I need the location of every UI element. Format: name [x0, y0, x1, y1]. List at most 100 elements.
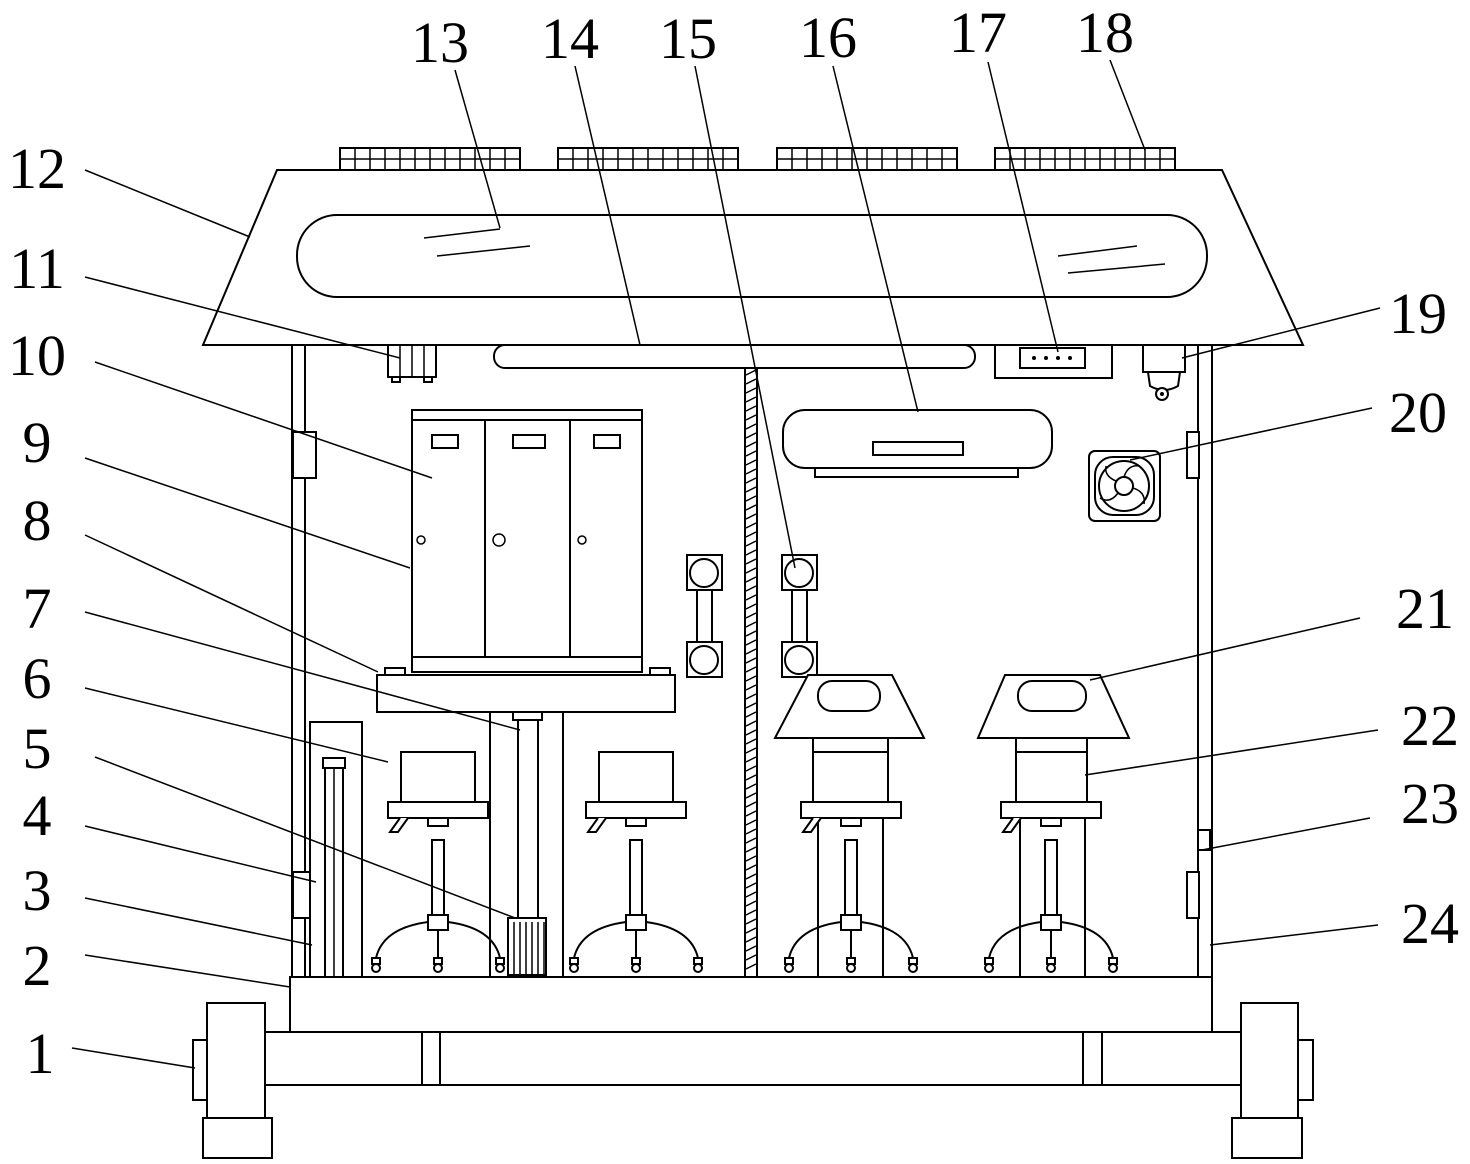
chair-stem — [1045, 840, 1057, 915]
shelf — [377, 668, 675, 712]
label-14: 14 — [541, 6, 599, 71]
chair-leg — [1061, 922, 1113, 958]
leader-12 — [85, 170, 250, 237]
label-22: 22 — [1401, 693, 1459, 758]
leader-24 — [1210, 925, 1378, 945]
leader-18 — [1110, 60, 1145, 150]
leader-10 — [95, 362, 432, 478]
label-8: 8 — [23, 488, 52, 553]
chair-leg — [574, 922, 626, 958]
chair-stem — [630, 840, 642, 915]
chair-hub — [428, 915, 448, 930]
label-7: 7 — [23, 576, 52, 641]
chair-stem — [432, 840, 444, 915]
leader-9 — [85, 458, 410, 568]
chair-4 — [985, 802, 1117, 972]
chair-lever — [1003, 818, 1021, 832]
label-2: 2 — [23, 933, 52, 998]
chair-lever — [588, 818, 606, 832]
label-5: 5 — [23, 716, 52, 781]
chair-wheel — [1047, 958, 1055, 972]
chair-stem — [845, 840, 857, 915]
label-20: 20 — [1389, 380, 1447, 445]
center-divider — [745, 345, 757, 977]
chair-wheel — [847, 958, 855, 972]
right-camera — [1143, 345, 1185, 400]
label-21: 21 — [1396, 576, 1454, 641]
label-6: 6 — [23, 646, 52, 711]
chair-leg — [448, 922, 500, 958]
chair-wheel — [496, 958, 504, 972]
chair-seat — [388, 802, 488, 818]
chair-wheel — [985, 958, 993, 972]
solar-panel-1 — [340, 148, 520, 170]
chair-backrest — [401, 752, 475, 802]
floor-base — [290, 977, 1212, 1032]
chair-wheel — [909, 958, 917, 972]
roof — [203, 170, 1303, 345]
chair-seat — [801, 802, 901, 818]
chair-1 — [372, 752, 504, 972]
chair-wheel — [434, 958, 442, 972]
solar-panels — [340, 148, 1175, 170]
chair-leg — [376, 922, 428, 958]
chair-wheel — [632, 958, 640, 972]
left-wheel-assembly — [193, 1003, 272, 1158]
solar-panel-2 — [558, 148, 738, 170]
label-23: 23 — [1401, 771, 1459, 836]
leader-4 — [85, 826, 316, 882]
label-1: 1 — [26, 1021, 55, 1086]
chair-leg — [989, 922, 1041, 958]
chair-wheel — [372, 958, 380, 972]
label-15: 15 — [659, 6, 717, 71]
chair-hub — [1041, 915, 1061, 930]
label-18: 18 — [1076, 0, 1134, 65]
chair-2 — [570, 752, 702, 972]
solar-panel-3 — [777, 148, 957, 170]
chair-wheel — [785, 958, 793, 972]
label-10: 10 — [8, 323, 66, 388]
leader-2 — [85, 955, 290, 987]
control-box — [995, 345, 1112, 378]
chair-lever — [390, 818, 408, 832]
chair-leg — [789, 922, 841, 958]
chair-leg — [861, 922, 913, 958]
chair-3 — [785, 802, 917, 972]
chair-backrest — [599, 752, 673, 802]
air-conditioner — [783, 410, 1052, 477]
exhaust-fan — [1089, 451, 1160, 521]
leader-1 — [72, 1048, 195, 1068]
chair-seat — [586, 802, 686, 818]
chair-wheel — [570, 958, 578, 972]
label-16: 16 — [799, 5, 857, 70]
label-12: 12 — [8, 136, 66, 201]
locker — [412, 410, 642, 672]
chair-wheel — [694, 958, 702, 972]
chair-wheel — [1109, 958, 1117, 972]
chair-hub — [626, 915, 646, 930]
bottom-frame — [262, 1032, 1243, 1085]
chair-seat — [1001, 802, 1101, 818]
label-3: 3 — [23, 858, 52, 923]
right-wheel-assembly — [1232, 1003, 1313, 1158]
label-19: 19 — [1389, 281, 1447, 346]
left-grab-handle — [687, 555, 722, 677]
label-17: 17 — [949, 0, 1007, 65]
label-11: 11 — [9, 236, 65, 301]
leader-21 — [1090, 618, 1360, 680]
left-camera — [388, 345, 436, 382]
column-base — [508, 918, 546, 975]
chair-leg — [646, 922, 698, 958]
label-9: 9 — [23, 410, 52, 475]
leader-3 — [85, 898, 312, 945]
solar-panel-4 — [995, 148, 1175, 170]
right-wall — [1187, 345, 1212, 977]
label-13: 13 — [411, 10, 469, 75]
leader-23 — [1202, 818, 1370, 850]
label-24: 24 — [1401, 891, 1459, 956]
chair-hub — [841, 915, 861, 930]
label-4: 4 — [23, 783, 52, 848]
leader-20 — [1130, 408, 1372, 460]
right-grab-handle — [782, 555, 817, 677]
